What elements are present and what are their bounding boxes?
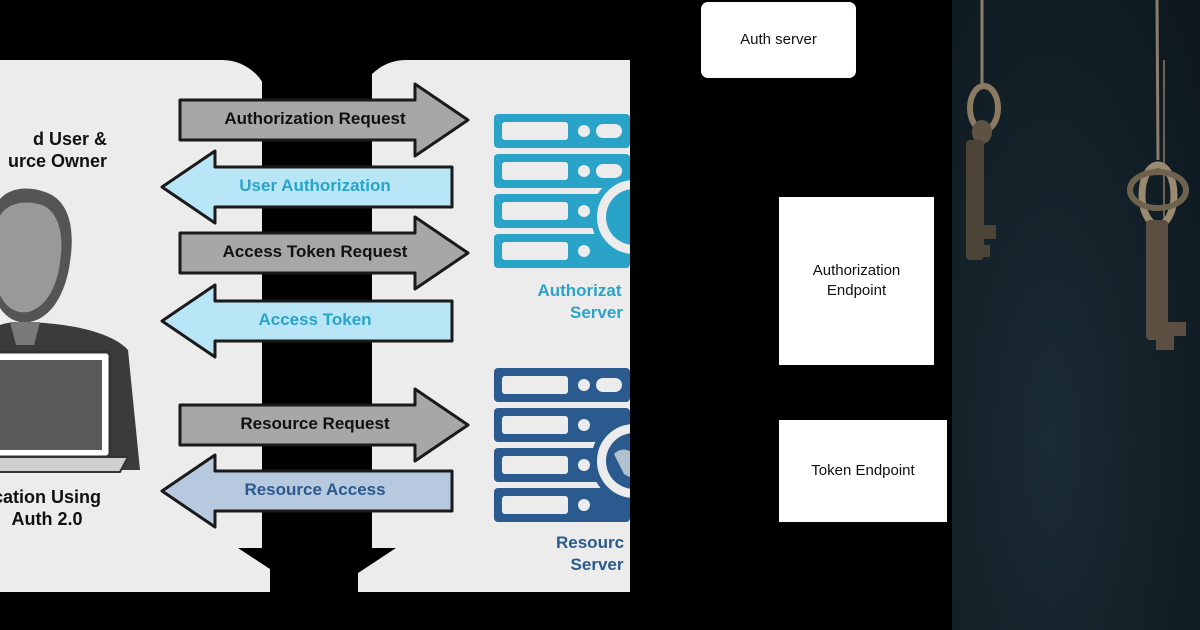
auth-server-label-line-1: Authorizat (537, 281, 622, 300)
arrow-label-authorization-request: Authorization Request (224, 109, 406, 128)
arrow-authorization-request (178, 82, 470, 158)
auth-server-label-line-2: Server (570, 303, 623, 322)
user-caption-line-1: d User & (32, 129, 107, 149)
authorization-endpoint-line-2: Endpoint (826, 282, 887, 299)
arrow-label-access-token: Access Token (258, 310, 372, 329)
user-caption-line-2: urce Owner (7, 151, 107, 171)
authorization-server-icon (494, 114, 630, 268)
res-server-label-line-2: Server (570, 555, 624, 574)
res-server-label-line-1: Resourc (556, 533, 625, 552)
arrow-user-authorization (160, 149, 454, 225)
arrow-label-resource-access: Resource Access (244, 480, 386, 499)
auth-server-text: Auth server (740, 31, 817, 48)
endpoints-diagram-panel: Auth server Authorization Endpoint Token… (634, 0, 948, 630)
arrow-label-user-authorization: User Authorization (239, 176, 391, 195)
auth-server-box: Auth server (701, 2, 856, 78)
arrow-label-access-token-request: Access Token Request (222, 242, 408, 261)
resource-server-icon (494, 368, 630, 522)
authorization-server-label: Authorizat Server (536, 280, 623, 324)
oauth-flow-diagram-panel: Authorization Request User Authorization… (0, 60, 630, 592)
hanging-keys-icon (966, 0, 1189, 350)
token-endpoint-text: Token Endpoint (811, 462, 915, 479)
arrow-access-token-request (178, 215, 470, 291)
token-endpoint-box: Token Endpoint (779, 420, 947, 522)
arrow-label-resource-request: Resource Request (240, 414, 390, 433)
arrow-resource-request (178, 387, 470, 463)
arrow-resource-access (160, 453, 454, 529)
hanging-keys-photo (952, 0, 1200, 630)
user-resource-owner-caption: d User & urce Owner (0, 128, 107, 172)
user-with-laptop-icon (0, 188, 140, 473)
app-caption-line-1: cation Using (0, 487, 101, 507)
authorization-endpoint-line-1: Authorization (812, 262, 901, 279)
flow-arrows (160, 82, 470, 529)
authorization-endpoint-box: Authorization Endpoint (779, 197, 934, 365)
app-caption-line-2: Auth 2.0 (11, 509, 83, 529)
application-caption: cation Using Auth 2.0 (0, 486, 112, 530)
resource-server-label: Resourc Server (556, 532, 624, 576)
arrow-access-token (160, 283, 454, 359)
